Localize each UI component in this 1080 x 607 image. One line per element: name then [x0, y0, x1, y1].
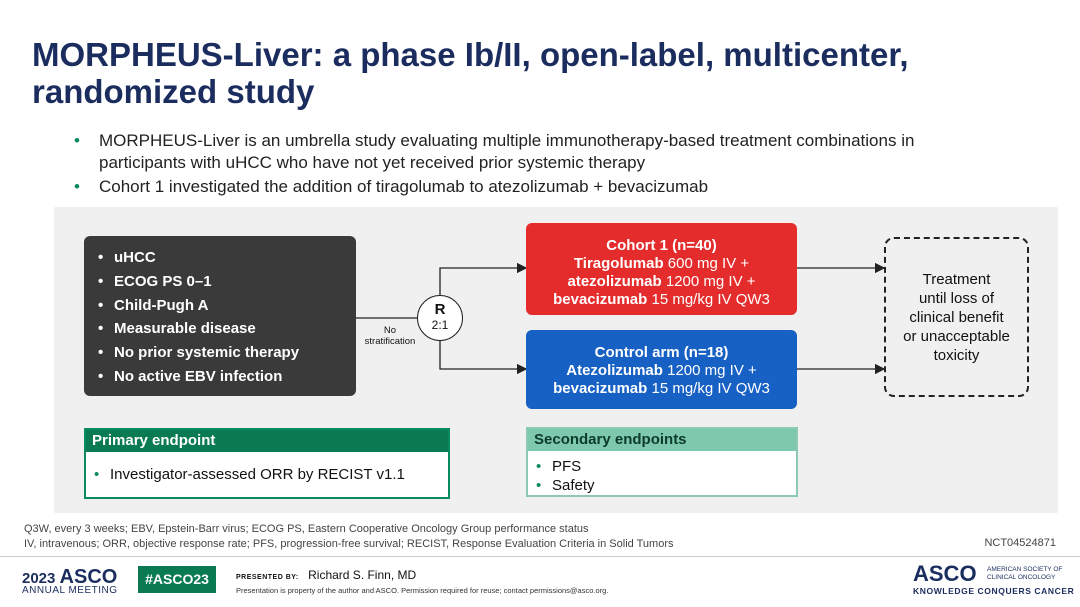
outcome-text: clinical benefit: [909, 309, 1004, 326]
page-title: MORPHEUS-Liver: a phase Ib/II, open-labe…: [32, 36, 909, 110]
bullet-dot-icon: •: [98, 367, 104, 385]
meeting-year: 2023: [22, 570, 56, 587]
footnotes: Q3W, every 3 weeks; EBV, Epstein-Barr vi…: [24, 522, 674, 552]
control-dose: 15 mg/kg IV QW3: [647, 380, 770, 397]
presenter-name: Richard S. Finn, MD: [308, 568, 417, 582]
randomization-node: R 2:1: [417, 295, 463, 341]
primary-endpoint-header: Primary endpoint: [86, 430, 448, 452]
criteria-item: • Child-Pugh A: [98, 294, 342, 318]
intro-bullet-text: MORPHEUS-Liver is an umbrella study eval…: [99, 131, 915, 172]
asco-annual-meeting-logo: 2023 ASCO: [22, 566, 117, 589]
endpoint-text: PFS: [552, 458, 582, 475]
control-drug: Atezolizumab: [566, 362, 663, 379]
outcome-text: or unacceptable: [903, 328, 1010, 345]
criteria-text: No active EBV infection: [114, 367, 283, 385]
asco-wordmark: ASCO: [59, 566, 118, 588]
asco-tagline: KNOWLEDGE CONQUERS CANCER: [913, 586, 1075, 596]
primary-endpoint-box: Primary endpoint • Investigator-assessed …: [84, 428, 450, 499]
control-drug: bevacizumab: [553, 380, 648, 397]
stratification-note: No stratification: [364, 325, 416, 347]
intro-bullet-text: Cohort 1 investigated the addition of ti…: [99, 177, 709, 196]
secondary-endpoints-header: Secondary endpoints: [528, 429, 796, 451]
randomization-branch-line: [439, 341, 528, 375]
outcome-text: toxicity: [933, 347, 980, 364]
presenter-line: PRESENTED BY: Richard S. Finn, MD: [236, 568, 416, 582]
secondary-endpoints-box: Secondary endpoints • PFS • Safety: [526, 427, 798, 497]
criteria-item: • No prior systemic therapy: [98, 341, 342, 365]
society-line: CLINICAL ONCOLOGY: [987, 573, 1056, 581]
endpoint-text: Safety: [552, 477, 595, 494]
bullet-dot-icon: •: [98, 320, 104, 338]
endpoint-item: • Investigator-assessed ORR by RECIST v1.…: [86, 465, 448, 484]
annual-meeting-label: ANNUAL MEETING: [22, 585, 118, 596]
treatment-outcome-box: Treatment until loss of clinical benefit…: [884, 237, 1029, 397]
cohort1-title: Cohort 1 (n=40): [606, 237, 717, 254]
criteria-item: • uHCC: [98, 246, 342, 270]
presented-by-label: PRESENTED BY:: [236, 574, 299, 581]
endpoint-item: • PFS: [528, 457, 796, 476]
control-title: Control arm (n=18): [594, 344, 729, 361]
criteria-text: ECOG PS 0–1: [114, 272, 212, 290]
cohort1-dose: 15 mg/kg IV QW3: [647, 291, 770, 308]
bullet-dot-icon: •: [536, 477, 542, 494]
footnote-line: IV, intravenous; ORR, objective response…: [24, 538, 674, 550]
footnote-line: Q3W, every 3 weeks; EBV, Epstein-Barr vi…: [24, 523, 589, 535]
cohort1-drug: bevacizumab: [553, 291, 648, 308]
bullet-dot-icon: •: [98, 344, 104, 362]
criteria-item: • No active EBV infection: [98, 365, 342, 389]
cohort1-dose: 600 mg IV +: [663, 255, 750, 272]
property-note: Presentation is property of the author a…: [236, 586, 609, 595]
randomization-branch-line: [439, 262, 528, 295]
nct-number: NCT04524871: [984, 537, 1056, 549]
asco-logo: ASCO: [913, 561, 977, 586]
bullet-dot-icon: •: [536, 458, 542, 475]
randomization-letter: R: [434, 301, 446, 318]
footer-divider: [0, 556, 1080, 557]
criteria-text: Child-Pugh A: [114, 296, 209, 314]
criteria-item: • ECOG PS 0–1: [98, 270, 342, 294]
society-line: AMERICAN SOCIETY OF: [987, 566, 1063, 573]
bullet-dot-icon: •: [98, 272, 104, 290]
endpoint-item: • Safety: [528, 476, 796, 495]
cohort1-arm-box: Cohort 1 (n=40) Tiragolumab 600 mg IV + …: [526, 223, 797, 315]
endpoint-text: Investigator-assessed ORR by RECIST v1.1: [110, 466, 405, 483]
society-name: AMERICAN SOCIETY OF CLINICAL ONCOLOGY: [987, 566, 1067, 581]
bullet-dot-icon: •: [98, 296, 104, 314]
bullet-dot-icon: •: [94, 466, 100, 483]
control-arm-box: Control arm (n=18) Atezolizumab 1200 mg …: [526, 330, 797, 409]
outcome-text: Treatment: [922, 271, 991, 288]
intro-bullet: • MORPHEUS-Liver is an umbrella study ev…: [74, 130, 974, 174]
cohort1-drug: atezolizumab: [567, 273, 662, 290]
outcome-text: until loss of: [918, 290, 995, 307]
intro-bullets: • MORPHEUS-Liver is an umbrella study ev…: [74, 130, 974, 200]
criteria-text: uHCC: [114, 249, 156, 266]
criteria-item: • Measurable disease: [98, 317, 342, 341]
hashtag-badge: #ASCO23: [138, 566, 216, 593]
control-dose: 1200 mg IV +: [662, 362, 757, 379]
randomization-ratio: 2:1: [431, 318, 449, 332]
intro-bullet: • Cohort 1 investigated the addition of …: [74, 176, 974, 198]
criteria-text: No prior systemic therapy: [114, 344, 300, 362]
cohort1-dose: 1200 mg IV +: [661, 273, 756, 290]
cohort1-drug: Tiragolumab: [573, 255, 664, 272]
eligibility-criteria-box: • uHCC • ECOG PS 0–1 • Child-Pugh A • Measur…: [84, 236, 356, 396]
bullet-dot-icon: •: [98, 249, 104, 266]
bullet-dot-icon: •: [74, 177, 80, 196]
criteria-text: Measurable disease: [114, 320, 256, 338]
bullet-dot-icon: •: [74, 131, 80, 150]
